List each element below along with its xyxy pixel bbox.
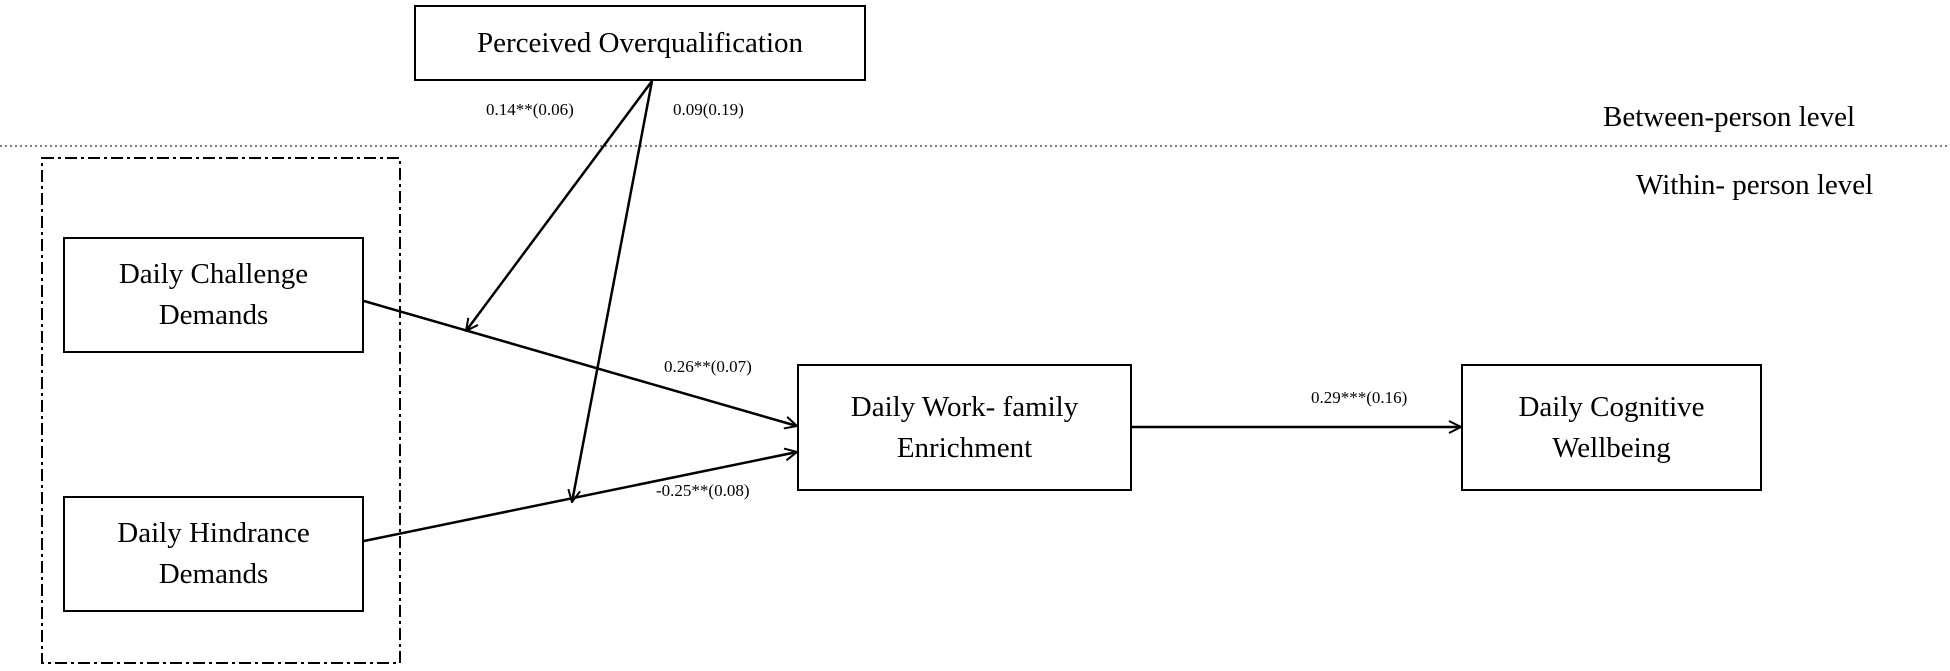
node-daily-hindrance-demands: Daily Hindrance Demands xyxy=(63,496,364,612)
coef-overqual-challenge: 0.14**(0.06) xyxy=(486,100,574,119)
node-label: Perceived Overqualification xyxy=(476,26,804,59)
node-label: Daily Cognitive Wellbeing xyxy=(1518,390,1705,464)
node-daily-challenge-demands: Daily Challenge Demands xyxy=(63,237,364,353)
node-perceived-overqualification: Perceived Overqualification xyxy=(414,5,866,81)
coef-hindrance-enrichment: -0.25**(0.08) xyxy=(656,481,750,500)
node-label: Daily Hindrance Demands xyxy=(117,517,310,590)
node-daily-work-family-enrichment: Daily Work- family Enrichment xyxy=(797,364,1132,491)
node-label: Daily Work- family Enrichment xyxy=(850,390,1079,464)
moderation-overqual-to-hindrance-path xyxy=(572,80,654,502)
moderation-overqual-to-challenge-path xyxy=(466,80,654,331)
path-challenge-to-enrichment xyxy=(363,299,797,426)
node-daily-cognitive-wellbeing: Daily Cognitive Wellbeing xyxy=(1461,364,1762,491)
predictor-group-box xyxy=(41,157,401,664)
coef-overqual-hindrance: 0.09(0.19) xyxy=(673,100,744,119)
between-person-level-label: Between-person level xyxy=(1603,101,1856,133)
within-person-level-label: Within- person level xyxy=(1636,169,1874,201)
coef-challenge-enrichment: 0.26**(0.07) xyxy=(664,357,752,376)
coef-enrichment-wellbeing: 0.29***(0.16) xyxy=(1311,388,1408,407)
node-label: Daily Challenge Demands xyxy=(118,258,309,331)
